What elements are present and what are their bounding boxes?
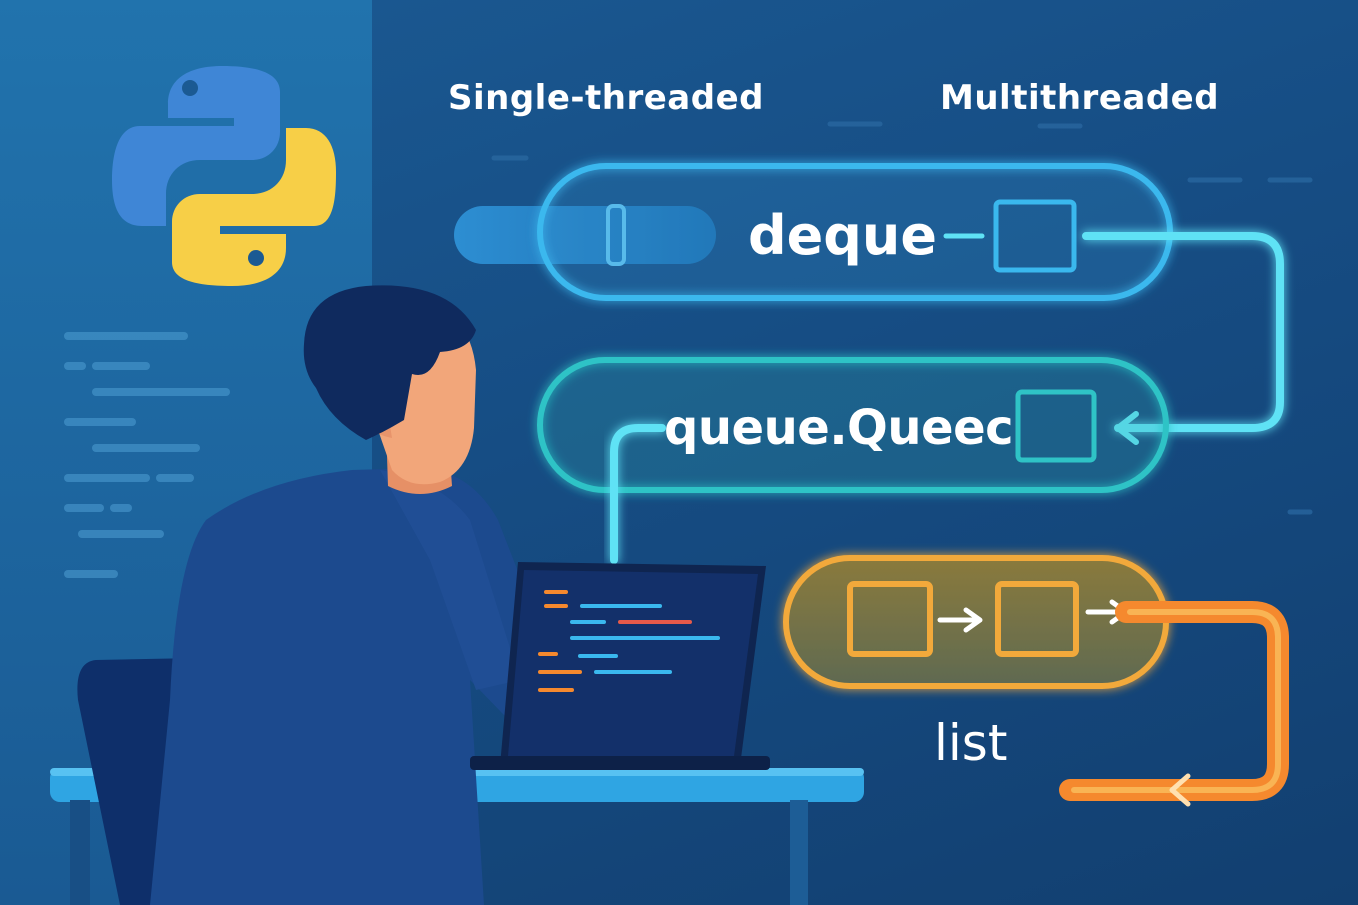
list-cell-1 [847, 581, 933, 657]
queue-to-laptop-connector [610, 424, 666, 564]
deque-structure [454, 163, 1173, 301]
list-return-highlight [1071, 609, 1281, 793]
heading-multithreaded: Multithreaded [940, 78, 1220, 118]
heading-single-threaded: Single-threaded [448, 78, 764, 118]
queue-label: queue.Queec [664, 400, 1014, 456]
list-structure [753, 555, 1169, 689]
list-link-arrow-icon [963, 607, 983, 633]
queue-structure [537, 357, 1169, 493]
deque-label: deque [748, 204, 937, 267]
queue-cell [1015, 389, 1097, 463]
list-cell-2 [995, 581, 1079, 657]
code-lines-decoration [64, 332, 230, 578]
laptop-code-lines [538, 590, 720, 692]
queue-capsule [537, 357, 1169, 493]
deque-to-queue-connector [1082, 232, 1284, 432]
deque-cell [993, 199, 1077, 273]
laptop [470, 562, 770, 770]
return-arrow-icon [1169, 773, 1191, 807]
list-label: list [934, 714, 1008, 772]
python-logo-icon [112, 66, 336, 286]
background-dashes [491, 121, 1313, 515]
